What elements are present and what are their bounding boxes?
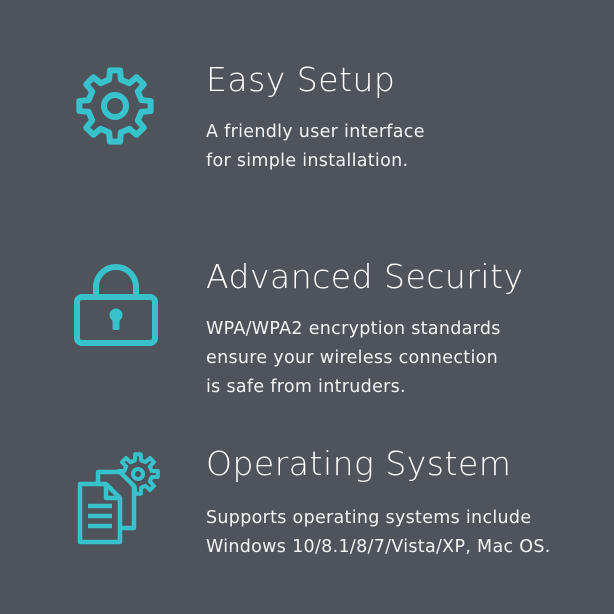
feature-operating-system: Operating System Supports operating syst… (0, 420, 614, 614)
feature-title: Operating System (206, 444, 512, 483)
description-line: for simple installation. (206, 151, 409, 171)
description-line: ensure your wireless connection (206, 348, 499, 368)
description-line: Supports operating systems include (206, 508, 532, 528)
feature-advanced-security: Advanced Security WPA/WPA2 encryption st… (0, 200, 614, 420)
feature-description: A friendly user interface for simple ins… (206, 118, 425, 176)
lock-icon (74, 264, 158, 346)
description-line: WPA/WPA2 encryption standards (206, 319, 501, 339)
feature-easy-setup: Easy Setup A friendly user interface for… (0, 0, 614, 200)
feature-description: WPA/WPA2 encryption standards ensure you… (206, 315, 501, 402)
feature-title: Advanced Security (206, 257, 524, 296)
documents-gear-icon (77, 452, 160, 545)
description-line: is safe from intruders. (206, 377, 406, 397)
feature-description: Supports operating systems include Windo… (206, 504, 551, 562)
gear-icon (76, 67, 154, 145)
description-line: A friendly user interface (206, 122, 425, 142)
description-line: Windows 10/8.1/8/7/Vista/XP, Mac OS. (206, 537, 551, 557)
feature-title: Easy Setup (206, 60, 396, 99)
